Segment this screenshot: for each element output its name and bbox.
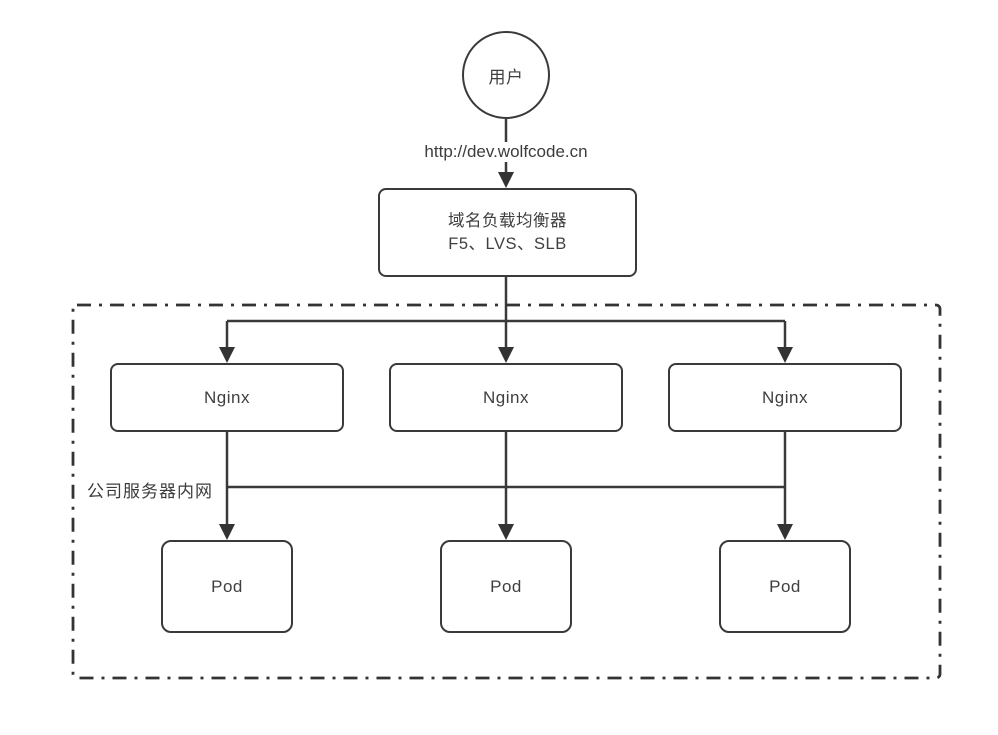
nginx-node-3-label: Nginx xyxy=(762,387,808,407)
pod-node-2-label: Pod xyxy=(490,576,522,596)
nginx-node-2-label: Nginx xyxy=(483,387,529,407)
intranet-zone-label: 公司服务器内网 xyxy=(87,482,213,501)
arrowhead-nginx-middle xyxy=(498,347,514,363)
intranet-boundary xyxy=(71,303,942,680)
load-balancer-title: 域名负载均衡器 xyxy=(448,211,567,230)
arrowhead-nginx-right xyxy=(777,347,793,363)
nginx-node-3: Nginx xyxy=(668,363,902,432)
arrowhead-lb xyxy=(498,172,514,188)
arrowhead-nginx-left xyxy=(219,347,235,363)
load-balancer-subtitle: F5、LVS、SLB xyxy=(448,234,567,253)
nginx-node-2: Nginx xyxy=(389,363,623,432)
pod-node-1-label: Pod xyxy=(211,576,243,596)
arrowhead-pod-right xyxy=(777,524,793,540)
nginx-node-1-label: Nginx xyxy=(204,387,250,407)
arrowhead-pod-middle xyxy=(498,524,514,540)
load-balancer-node: 域名负载均衡器 F5、LVS、SLB xyxy=(378,188,637,277)
pod-node-3-label: Pod xyxy=(769,576,801,596)
request-url-label: http://dev.wolfcode.cn xyxy=(419,142,593,162)
nginx-node-1: Nginx xyxy=(110,363,344,432)
user-node-label: 用户 xyxy=(488,67,524,87)
user-node: 用户 xyxy=(462,31,550,119)
pod-node-3: Pod xyxy=(719,540,851,633)
pod-node-1: Pod xyxy=(161,540,293,633)
pod-node-2: Pod xyxy=(440,540,572,633)
arrowhead-pod-left xyxy=(219,524,235,540)
